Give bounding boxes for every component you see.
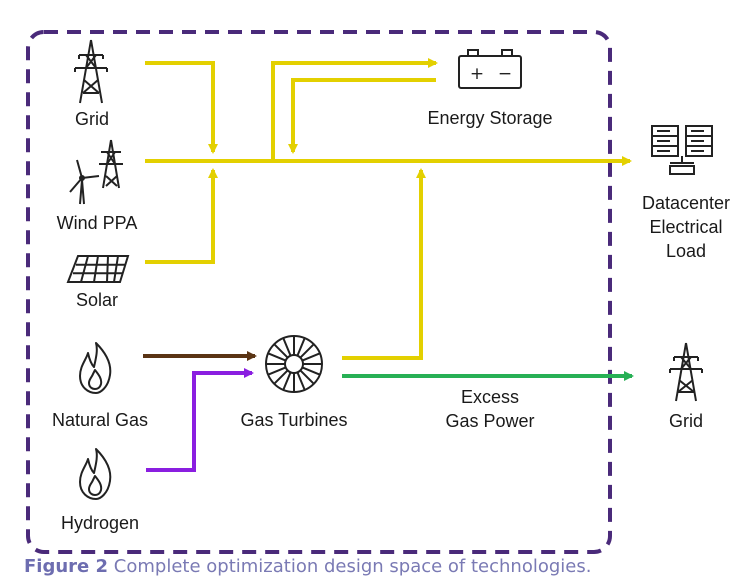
flame-icon [79,342,112,394]
battery-icon [458,49,522,89]
battery-minus-sign: − [498,64,512,84]
wind-turbine-icon [69,159,100,205]
label-datacenter-line1: Datacenter [641,193,731,213]
transmission-tower-icon [74,39,108,104]
flow-grid-to-bus [145,61,218,154]
flow-hydrogen [146,368,254,472]
system-boundary [26,30,612,554]
solar-panel-icon [66,255,130,283]
caption-text: Complete optimization design space of te… [113,556,592,577]
label-natural-gas: Natural Gas [51,410,149,430]
label-datacenter-line2: Electrical [649,217,723,237]
small-tower-icon [99,139,123,189]
flow-turbine-to-bus [342,168,426,360]
label-solar: Solar [75,290,119,310]
label-hydrogen: Hydrogen [60,513,140,533]
battery-plus-sign: + [470,64,484,84]
gas-turbine-icon [265,335,323,393]
flow-storage-to-bus [288,78,436,154]
figure-caption: Figure 2 Complete optimization design sp… [24,556,591,577]
caption-label: Figure 2 [24,556,109,577]
flow-solar-to-bus [145,168,218,264]
label-datacenter-line3: Load [665,241,707,261]
label-excess-line2: Gas Power [445,411,535,431]
label-excess-line1: Excess [460,387,520,407]
electric-flows [145,58,632,360]
label-energy-storage: Energy Storage [427,108,553,128]
label-gas-turbines: Gas Turbines [240,410,348,430]
export-tower-icon [669,342,703,402]
flow-bus-to-storage [271,58,438,161]
label-wind-ppa: Wind PPA [56,213,138,233]
label-grid-source: Grid [74,109,109,129]
flame-icon [79,448,112,500]
label-grid-export: Grid [668,411,703,431]
server-rack-icon [651,125,713,175]
